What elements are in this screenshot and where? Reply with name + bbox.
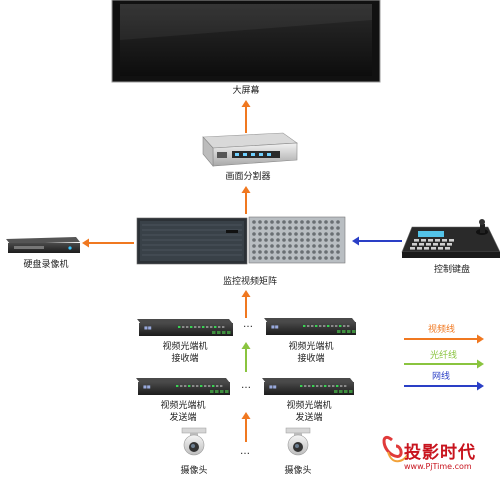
receiver-right-image: ■■ <box>264 318 356 335</box>
sender-right-image: ■■ <box>262 378 354 395</box>
splitter-image <box>202 132 298 167</box>
arrow-splitter-to-screen <box>241 100 251 133</box>
sender-left-image: ■■ <box>136 378 230 395</box>
legend-arrows <box>404 334 484 391</box>
legend-label-network: 网线 <box>432 372 451 382</box>
label-sender-right-1: 视频光端机 <box>286 401 332 411</box>
svg-text:■■: ■■ <box>143 384 151 389</box>
label-receiver-left-2: 接收端 <box>171 354 199 364</box>
big-screen-image <box>111 0 381 83</box>
ellipsis-cameras: … <box>240 446 250 457</box>
camera-right-image <box>285 427 311 456</box>
label-sender-right-2: 发送端 <box>295 413 323 423</box>
watermark-brand: 投影时代 <box>404 443 476 463</box>
svg-text:■■: ■■ <box>271 324 279 329</box>
legend-label-fiber: 光纤线 <box>430 351 458 361</box>
label-matrix: 监控视频矩阵 <box>222 277 277 287</box>
label-splitter: 画面分割器 <box>225 172 271 182</box>
arrow-cameras-to-senders <box>241 412 251 442</box>
receiver-left-image: ■■ <box>137 319 233 336</box>
ellipsis-senders: … <box>241 380 251 391</box>
label-sender-left-1: 视频光端机 <box>160 401 206 411</box>
label-dvr: 硬盘录像机 <box>23 260 69 270</box>
legend-label-video: 视频线 <box>428 325 456 335</box>
label-camera-left: 摄像头 <box>180 466 208 476</box>
label-keyboard: 控制键盘 <box>433 265 470 275</box>
arrow-matrix-to-dvr <box>82 238 134 248</box>
arrow-receivers-to-matrix <box>241 290 251 318</box>
connection-arrows <box>82 100 402 442</box>
svg-text:■■: ■■ <box>144 325 152 330</box>
arrow-matrix-to-splitter <box>241 186 251 214</box>
legend-arrow-1 <box>404 359 484 369</box>
legend-arrow-2 <box>404 381 484 391</box>
arrow-keyboard-to-matrix <box>352 236 402 246</box>
ellipsis-receivers: … <box>243 319 253 330</box>
camera-left-image <box>181 427 207 456</box>
label-receiver-right-1: 视频光端机 <box>288 342 334 352</box>
pjtime-logo-icon <box>382 436 409 463</box>
label-receiver-left-1: 视频光端机 <box>162 342 208 352</box>
watermark-url: www.PjTime.com <box>404 462 472 471</box>
label-receiver-right-2: 接收端 <box>297 354 325 364</box>
label-camera-right: 摄像头 <box>284 466 312 476</box>
matrix-rear-image <box>248 216 346 264</box>
legend-arrow-0 <box>404 334 484 344</box>
label-sender-left-2: 发送端 <box>169 413 197 423</box>
dvr-image <box>6 237 80 253</box>
svg-text:■■: ■■ <box>269 384 277 389</box>
keyboard-image <box>401 219 500 258</box>
label-big-screen: 大屏幕 <box>232 86 260 96</box>
matrix-front-image <box>136 217 248 265</box>
arrow-senders-to-receivers <box>241 342 251 372</box>
